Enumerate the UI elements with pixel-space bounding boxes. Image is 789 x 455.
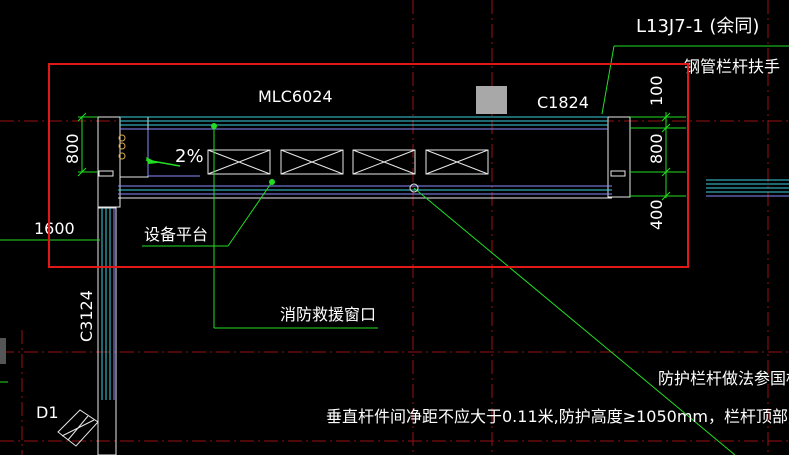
dim-left-1600: 1600 — [34, 219, 75, 238]
left-edge-marker — [0, 338, 6, 364]
platform-walls — [97, 116, 631, 208]
right-window-wall — [706, 179, 789, 197]
railing-note-label: 钢管栏杆扶手 — [684, 57, 780, 76]
left-window-wall — [97, 207, 117, 455]
dim-right-800: 800 — [647, 133, 666, 164]
door-icon — [57, 409, 99, 447]
ref-code-label: L13J7-1 (余同) — [636, 16, 759, 37]
dim-right-400: 400 — [647, 199, 666, 230]
window-c3124-label: C3124 — [77, 290, 96, 342]
equipment-units — [207, 149, 489, 175]
slope-label: 2% — [175, 146, 204, 167]
note-line-1: 防护栏杆做法参国标 — [658, 369, 789, 388]
unit-box-icon — [352, 149, 416, 175]
fire-rescue-window-label: 消防救援窗口 — [280, 305, 376, 324]
window-c1824-label: C1824 — [537, 93, 589, 112]
slope-arrow-icon — [145, 157, 181, 167]
highlight-box[interactable] — [48, 63, 689, 268]
dim-right-100: 100 — [647, 75, 666, 106]
unit-box-icon — [207, 149, 271, 175]
door-d1-label: D1 — [36, 403, 59, 422]
equipment-platform-label: 设备平台 — [144, 225, 208, 244]
column-icon — [476, 86, 507, 114]
dim-left-800: 800 — [63, 133, 82, 164]
note-line-2: 垂直杆件间净距不应大于0.11米,防护高度≥1050mm，栏杆顶部宽 — [326, 407, 789, 426]
leader-lines — [0, 45, 789, 455]
window-mlc-label: MLC6024 — [258, 87, 333, 106]
left-dimension — [77, 112, 98, 177]
unit-box-icon — [425, 149, 489, 175]
unit-box-icon — [280, 149, 344, 175]
wall-markers — [98, 134, 626, 177]
right-dimension — [630, 112, 686, 201]
